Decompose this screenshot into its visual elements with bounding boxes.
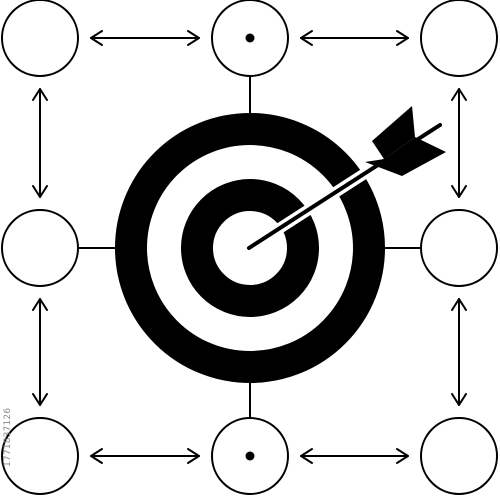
node-top-left (1, 0, 79, 77)
connector-lines (78, 76, 421, 418)
node-bottom-center (211, 417, 289, 495)
node-top-center (211, 0, 289, 77)
node-circle (420, 417, 498, 495)
double-arrow-top-left-to-middle-left (32, 88, 48, 198)
double-arrow-bottom-center-to-bottom-right (300, 448, 409, 464)
node-center-dot (245, 33, 255, 43)
double-arrow-middle-right-to-bottom-right (451, 298, 467, 406)
node-bottom-left (1, 417, 79, 495)
double-arrows (32, 30, 467, 464)
node-middle-right (420, 209, 498, 287)
node-middle-left (1, 209, 79, 287)
node-bottom-right (420, 417, 498, 495)
node-circle (1, 209, 79, 287)
double-arrow-middle-left-to-bottom-left (32, 298, 48, 406)
double-arrow-top-left-to-top-center (90, 30, 200, 46)
target-inner-ring (181, 179, 319, 317)
node-circle (420, 209, 498, 287)
node-top-right (420, 0, 498, 77)
node-circle (1, 0, 79, 77)
double-arrow-bottom-left-to-bottom-center (90, 448, 200, 464)
double-arrow-top-right-to-middle-right (451, 88, 467, 198)
node-circle (1, 417, 79, 495)
target-with-arrow-icon (115, 106, 446, 383)
double-arrow-top-center-to-top-right (300, 30, 409, 46)
arrow-fletching-top (372, 106, 415, 159)
node-circle (420, 0, 498, 77)
target-outer-ring (115, 113, 385, 383)
watermark-id: 1771837126 (3, 407, 13, 467)
node-center-dot (245, 451, 255, 461)
arrow-fletching-bottom (365, 137, 446, 176)
